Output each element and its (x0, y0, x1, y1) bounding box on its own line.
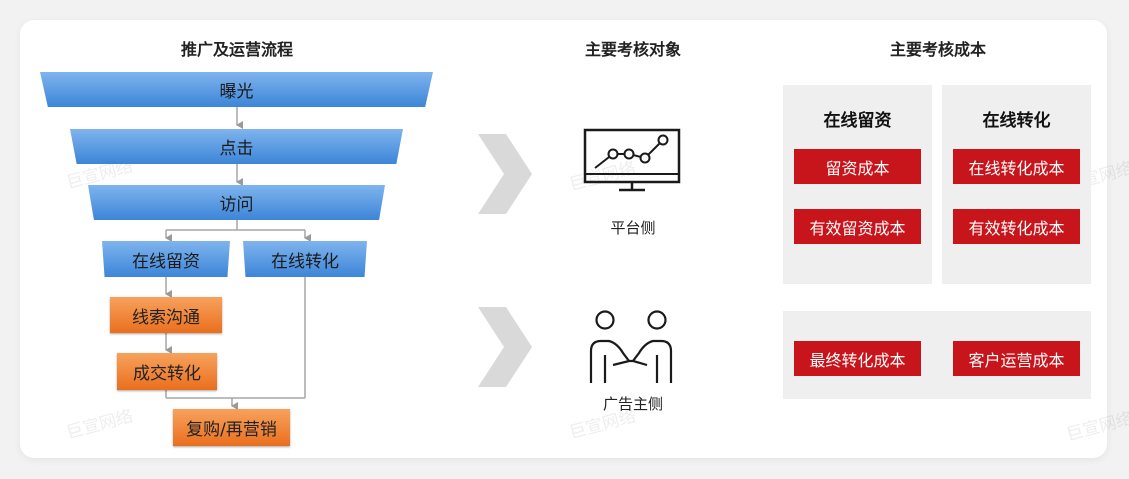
monitor-chart-icon (583, 128, 681, 192)
panel-online-lead (783, 85, 932, 284)
stage-online-lead-label: 在线留资 (132, 251, 200, 272)
stage-online-lead: 在线留资 (102, 241, 230, 277)
stage-online-convert: 在线转化 (243, 241, 367, 277)
stage-visit-label: 访问 (219, 195, 254, 215)
stage-lead-communication: 线索沟通 (110, 297, 222, 333)
stage-exposure: 曝光 (40, 72, 433, 107)
target-heading: 主要考核对象 (584, 40, 681, 59)
stage-lead-communication-label: 线索沟通 (132, 307, 200, 328)
stage-deal-conversion-label: 成交转化 (133, 364, 201, 384)
stage-visit: 访问 (88, 185, 385, 220)
chevron-right-icon (478, 307, 532, 387)
panel-online-convert (942, 85, 1091, 284)
panel-online-lead-title: 在线留资 (823, 111, 892, 131)
cost-valid-convert: 有效转化成本 (953, 209, 1080, 244)
flow-heading: 推广及运营流程 (180, 40, 293, 59)
stage-exposure-label: 曝光 (219, 82, 254, 102)
stage-deal-conversion: 成交转化 (117, 353, 217, 390)
cost-online-convert: 在线转化成本 (953, 149, 1080, 184)
chevron-right-icon (478, 134, 532, 214)
stage-click: 点击 (70, 129, 403, 164)
stage-click-label: 点击 (219, 139, 254, 159)
cost-final-convert: 最终转化成本 (794, 341, 921, 376)
cost-lead: 留资成本 (794, 149, 921, 184)
panel-online-convert-title: 在线转化 (982, 111, 1051, 131)
stage-repurchase: 复购/再营销 (173, 409, 290, 446)
stage-repurchase-label: 复购/再营销 (186, 420, 277, 440)
platform-label: 平台侧 (610, 219, 656, 237)
handshake-icon (589, 310, 673, 383)
cost-valid-lead: 有效留资成本 (794, 209, 921, 244)
advertiser-label: 广告主侧 (602, 395, 663, 413)
cost-heading: 主要考核成本 (889, 40, 986, 59)
cost-customer-ops: 客户运营成本 (953, 341, 1080, 376)
stage-online-convert-label: 在线转化 (271, 251, 339, 272)
